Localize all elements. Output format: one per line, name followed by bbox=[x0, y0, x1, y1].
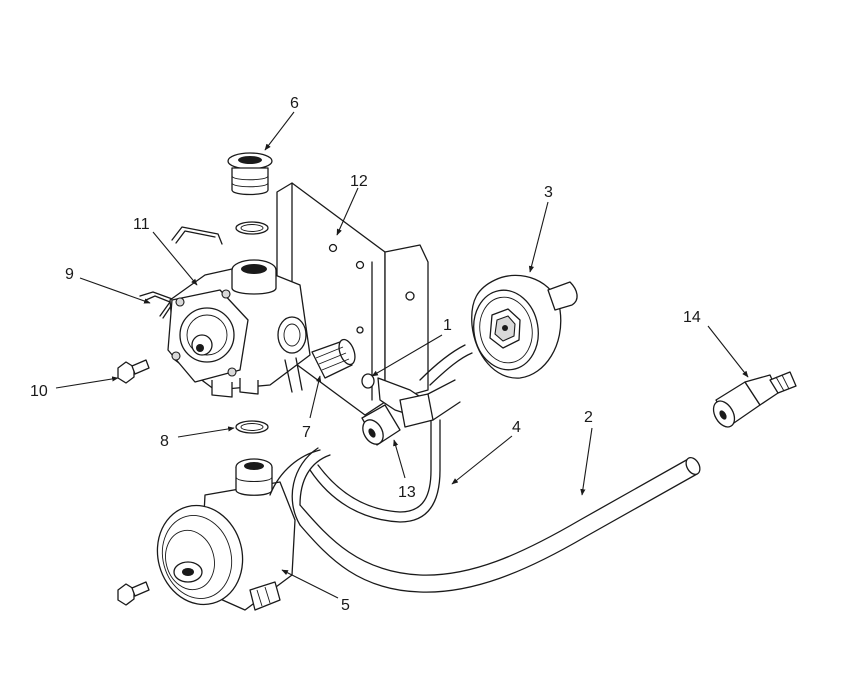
callout-1: 1 bbox=[371, 317, 452, 377]
part-8-o-ring bbox=[235, 420, 269, 434]
callout-label-4: 4 bbox=[512, 419, 521, 436]
callout-14: 14 bbox=[683, 309, 749, 378]
callout-label-12: 12 bbox=[350, 173, 368, 190]
callout-7: 7 bbox=[302, 375, 322, 441]
callout-4: 4 bbox=[451, 419, 521, 485]
callout-12: 12 bbox=[336, 173, 368, 236]
part-2-tube bbox=[291, 447, 701, 593]
callout-2: 2 bbox=[580, 409, 593, 496]
callout-label-6: 6 bbox=[290, 95, 299, 112]
part-5-housing bbox=[156, 449, 321, 611]
callout-9: 9 bbox=[65, 266, 151, 304]
callout-label-10: 10 bbox=[30, 383, 48, 400]
part-9-clip bbox=[139, 291, 176, 319]
callout-label-5: 5 bbox=[341, 597, 350, 614]
part-4-tube bbox=[309, 419, 441, 523]
callout-11: 11 bbox=[133, 216, 198, 286]
callout-label-2: 2 bbox=[584, 409, 593, 426]
callout-6: 6 bbox=[264, 95, 299, 151]
callout-label-11: 11 bbox=[133, 216, 150, 233]
bolt-lower bbox=[117, 581, 150, 606]
part-3-cap bbox=[471, 274, 578, 379]
part-11-valve-body bbox=[167, 259, 311, 398]
part-7-fitting bbox=[311, 338, 356, 379]
part-6-plug bbox=[227, 152, 273, 196]
callout-5: 5 bbox=[281, 569, 350, 614]
callout-label-1: 1 bbox=[443, 317, 452, 334]
callout-label-8: 8 bbox=[160, 433, 169, 450]
callout-8: 8 bbox=[160, 426, 235, 450]
callout-label-7: 7 bbox=[302, 424, 311, 441]
o-ring-top bbox=[235, 221, 269, 235]
callout-label-14: 14 bbox=[683, 309, 701, 326]
callout-13: 13 bbox=[393, 439, 416, 501]
part-1-ring bbox=[361, 373, 375, 389]
part-14-fitting bbox=[712, 371, 797, 428]
part-10-bolt bbox=[117, 359, 150, 384]
part-11-clip bbox=[171, 226, 223, 245]
part-13-elbow bbox=[361, 344, 473, 446]
callout-label-13: 13 bbox=[398, 484, 416, 501]
callout-label-9: 9 bbox=[65, 266, 74, 283]
callout-3: 3 bbox=[528, 184, 553, 273]
callout-10: 10 bbox=[30, 376, 119, 400]
callout-label-3: 3 bbox=[544, 184, 553, 201]
